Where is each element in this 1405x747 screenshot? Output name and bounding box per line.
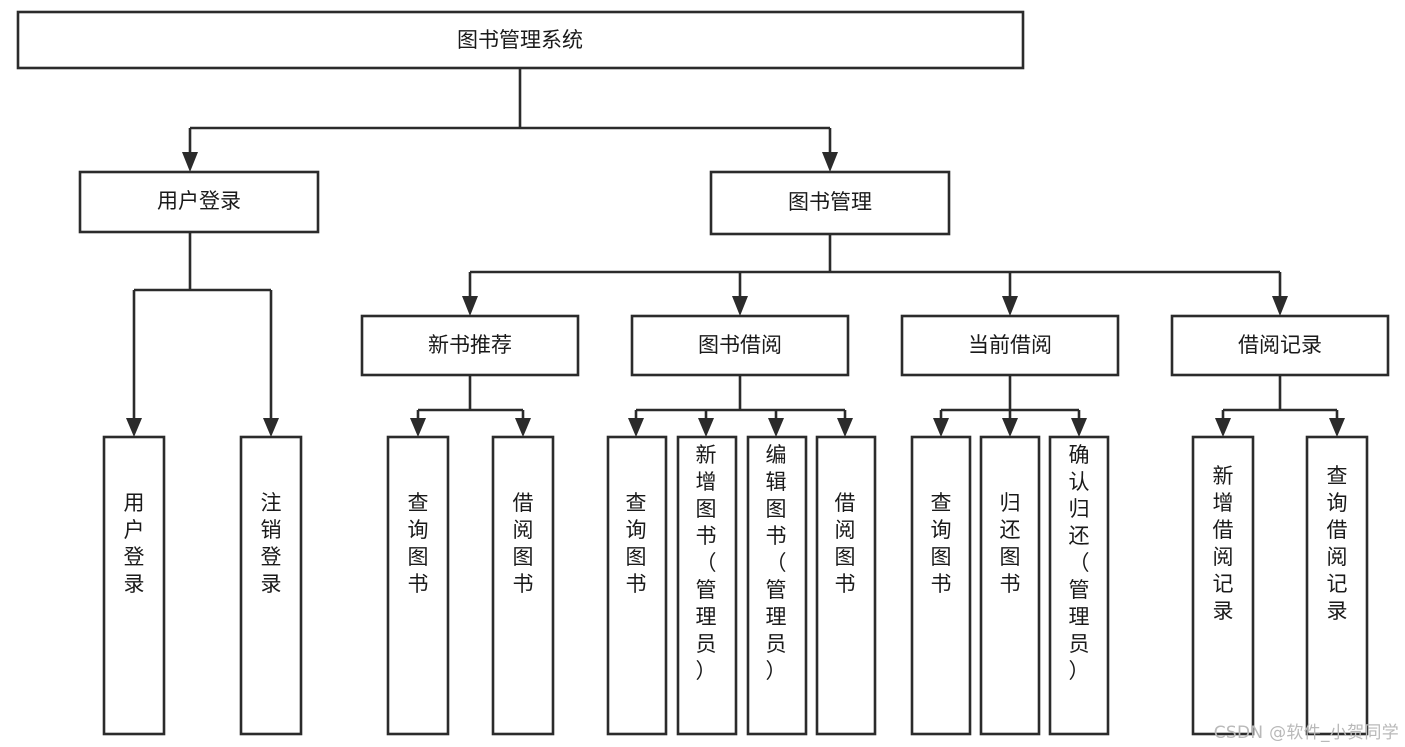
node-leaf-user-login-box[interactable] bbox=[102, 435, 166, 736]
node-current-borrow-label: 当前借阅 bbox=[968, 333, 1052, 357]
node-leaf-query-record-label: 查询借阅记录 bbox=[1327, 464, 1348, 623]
arrow-to-new-book-recommend bbox=[462, 296, 478, 316]
node-leaf-return-book[interactable]: 归还图书 bbox=[979, 435, 1041, 736]
node-root-label: 图书管理系统 bbox=[457, 28, 583, 52]
node-leaf-query-book-2-label: 查询图书 bbox=[626, 491, 647, 596]
node-leaf-return-book-box[interactable] bbox=[979, 435, 1041, 736]
node-root[interactable]: 图书管理系统 bbox=[16, 10, 1025, 70]
node-current-borrow[interactable]: 当前借阅 bbox=[900, 314, 1120, 377]
node-borrow-record-label: 借阅记录 bbox=[1238, 333, 1322, 357]
node-user-login[interactable]: 用户登录 bbox=[78, 170, 320, 234]
node-user-login-label: 用户登录 bbox=[157, 189, 241, 213]
node-borrow-record[interactable]: 借阅记录 bbox=[1170, 314, 1390, 377]
node-book-borrow-label: 图书借阅 bbox=[698, 333, 782, 357]
node-leaf-query-book-3-label: 查询图书 bbox=[931, 491, 952, 596]
node-leaf-query-book-1-label: 查询图书 bbox=[408, 491, 429, 596]
node-leaf-query-record-box[interactable] bbox=[1305, 435, 1369, 736]
node-current-borrow-box[interactable] bbox=[900, 314, 1120, 377]
arrow-leaf-return-book bbox=[1002, 418, 1018, 437]
csdn-watermark: CSDN @软件_小贺同学 bbox=[1213, 723, 1399, 743]
arrow-leaf-query-book-3 bbox=[933, 418, 949, 437]
arrow-leaf-add-record bbox=[1215, 418, 1231, 437]
node-leaf-query-book-1-box[interactable] bbox=[386, 435, 450, 736]
node-leaf-query-book-2[interactable]: 查询图书 bbox=[606, 435, 668, 736]
arrow-leaf-query-book-2 bbox=[628, 418, 644, 437]
node-leaf-user-logout-label: 注销登录 bbox=[261, 491, 282, 596]
arrow-to-book-manage bbox=[822, 152, 838, 172]
arrow-to-user-login bbox=[182, 152, 198, 172]
node-leaf-add-book-box[interactable] bbox=[676, 435, 738, 736]
node-leaf-borrow-book-2[interactable]: 借阅图书 bbox=[815, 435, 877, 736]
arrow-leaf-query-record bbox=[1329, 418, 1345, 437]
node-leaf-edit-book[interactable]: 编辑图书（管理员） bbox=[746, 435, 808, 736]
node-leaf-return-book-label: 归还图书 bbox=[1000, 491, 1021, 596]
node-book-manage[interactable]: 图书管理 bbox=[709, 170, 951, 236]
node-new-book-recommend-box[interactable] bbox=[360, 314, 580, 377]
node-new-book-recommend-label: 新书推荐 bbox=[428, 333, 512, 357]
node-leaf-borrow-book-2-label: 借阅图书 bbox=[835, 491, 856, 596]
node-leaf-confirm-return[interactable]: 确认归还（管理员） bbox=[1048, 435, 1110, 736]
node-leaf-add-record-label: 新增借阅记录 bbox=[1213, 464, 1234, 623]
node-leaf-query-book-3[interactable]: 查询图书 bbox=[910, 435, 972, 736]
node-leaf-query-book-2-box[interactable] bbox=[606, 435, 668, 736]
node-leaf-user-logout-box[interactable] bbox=[239, 435, 303, 736]
arrow-leaf-user-logout bbox=[263, 418, 279, 437]
node-leaf-confirm-return-label: 确认归还（管理员） bbox=[1069, 443, 1090, 683]
arrow-to-book-borrow bbox=[732, 296, 748, 316]
node-leaf-query-book-1[interactable]: 查询图书 bbox=[386, 435, 450, 736]
node-leaf-borrow-book-1-label: 借阅图书 bbox=[513, 491, 534, 596]
arrow-leaf-edit-book bbox=[768, 418, 784, 437]
connector-layer bbox=[126, 68, 1345, 437]
node-leaf-query-record[interactable]: 查询借阅记录 bbox=[1305, 435, 1369, 736]
node-leaf-query-book-3-box[interactable] bbox=[910, 435, 972, 736]
node-leaf-add-record[interactable]: 新增借阅记录 bbox=[1191, 435, 1255, 736]
node-book-manage-box[interactable] bbox=[709, 170, 951, 236]
node-borrow-record-box[interactable] bbox=[1170, 314, 1390, 377]
node-leaf-user-logout[interactable]: 注销登录 bbox=[239, 435, 303, 736]
node-leaf-add-book-label: 新增图书（管理员） bbox=[696, 443, 717, 683]
arrow-leaf-user-login bbox=[126, 418, 142, 437]
node-leaf-user-login[interactable]: 用户登录 bbox=[102, 435, 166, 736]
arrow-leaf-confirm-return bbox=[1071, 418, 1087, 437]
node-book-borrow-box[interactable] bbox=[630, 314, 850, 377]
arrow-leaf-borrow-book-2 bbox=[837, 418, 853, 437]
node-leaf-edit-book-label: 编辑图书（管理员） bbox=[766, 443, 787, 683]
arrow-leaf-query-book-1 bbox=[410, 418, 426, 437]
node-leaf-edit-book-box[interactable] bbox=[746, 435, 808, 736]
node-leaf-user-login-label: 用户登录 bbox=[124, 491, 145, 596]
node-leaf-add-record-box[interactable] bbox=[1191, 435, 1255, 736]
node-book-borrow[interactable]: 图书借阅 bbox=[630, 314, 850, 377]
node-book-manage-label: 图书管理 bbox=[788, 190, 872, 214]
node-leaf-borrow-book-1-box[interactable] bbox=[491, 435, 555, 736]
arrow-leaf-borrow-book-1 bbox=[515, 418, 531, 437]
node-root-box[interactable] bbox=[16, 10, 1025, 70]
arrow-to-current-borrow bbox=[1002, 296, 1018, 316]
node-leaf-confirm-return-box[interactable] bbox=[1048, 435, 1110, 736]
arrow-leaf-add-book bbox=[698, 418, 714, 437]
node-leaf-add-book[interactable]: 新增图书（管理员） bbox=[676, 435, 738, 736]
node-user-login-box[interactable] bbox=[78, 170, 320, 234]
node-leaf-borrow-book-2-box[interactable] bbox=[815, 435, 877, 736]
arrow-to-borrow-record bbox=[1272, 296, 1288, 316]
node-new-book-recommend[interactable]: 新书推荐 bbox=[360, 314, 580, 377]
node-leaf-borrow-book-1[interactable]: 借阅图书 bbox=[491, 435, 555, 736]
